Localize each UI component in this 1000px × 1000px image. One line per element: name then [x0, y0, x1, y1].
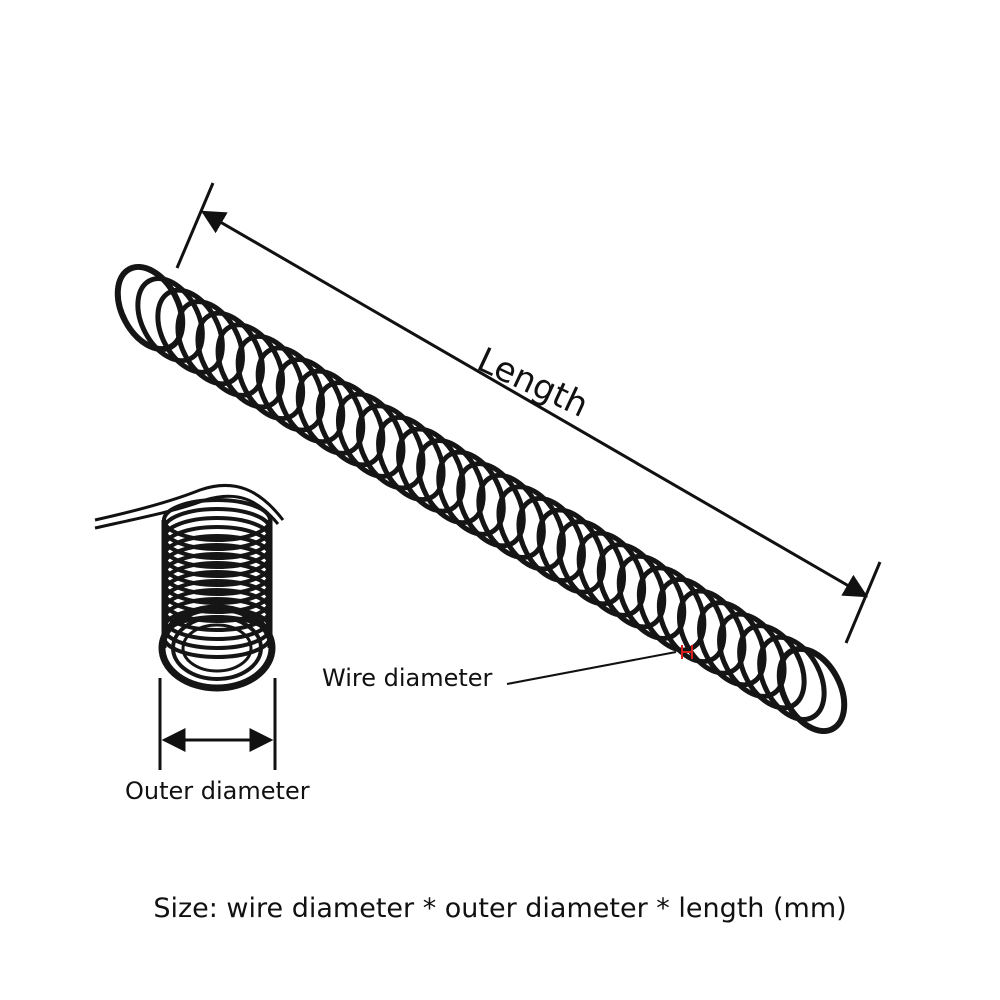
spring-coil	[697, 600, 767, 688]
wire-diameter-leader	[506, 645, 693, 685]
length-arrow	[200, 210, 869, 598]
wire-diameter-marker	[681, 645, 693, 659]
spring-coil	[717, 611, 787, 699]
spring-end-view	[94, 483, 285, 692]
spring-coil	[757, 634, 827, 722]
spring-coil	[776, 645, 848, 735]
end-view-face-ring	[171, 615, 263, 681]
length-extension-right	[844, 561, 882, 644]
end-view-face-ring	[181, 623, 253, 673]
wire-diameter-label: Wire diameter	[322, 664, 493, 692]
length-dimension	[175, 182, 882, 644]
wire-strand-top	[94, 483, 285, 522]
wire-leader-line	[506, 651, 677, 685]
spring-coil	[114, 263, 186, 353]
outer-diameter-label: Outer diameter	[125, 777, 310, 805]
end-view-coils	[158, 498, 276, 692]
size-caption: Size: wire diameter * outer diameter * l…	[153, 893, 847, 924]
outer-diameter-dimension	[158, 678, 277, 770]
spring-coil	[135, 276, 205, 364]
length-extension-left	[175, 182, 215, 269]
spring-coil	[737, 623, 807, 711]
